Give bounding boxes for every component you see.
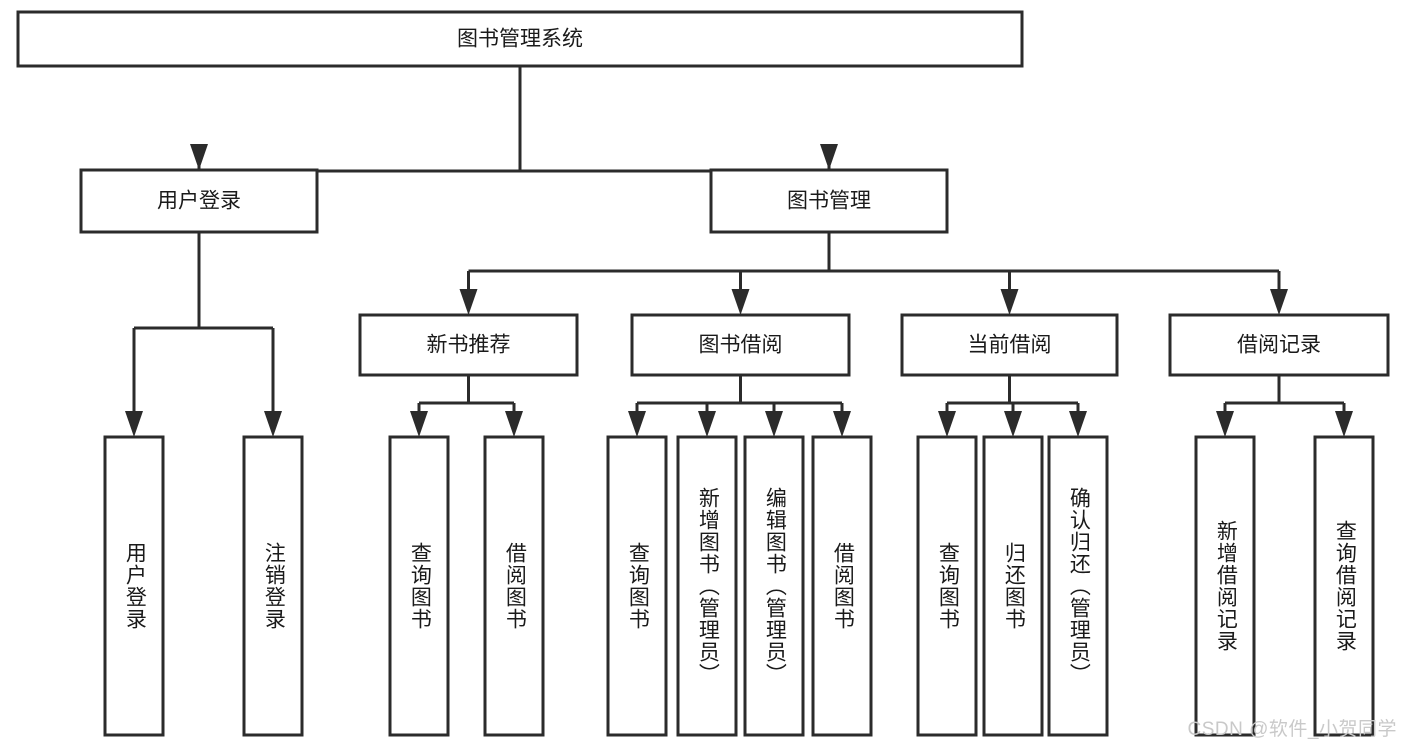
arrow-head-root-to-book-manage [820,144,838,170]
node-box-leaf-edit-book [743,435,805,737]
node-box-leaf-logout-login [242,435,304,737]
arrow-head-new-book-recommend-to-leaf-borrow-book-1 [505,411,523,437]
arrow-head-book-borrow-to-leaf-borrow-book-2 [833,411,851,437]
node-box-leaf-query-book-2 [606,435,668,737]
arrow-head-user-login-to-leaf-user-login [125,411,143,437]
node-box-leaf-add-borrow-record [1194,435,1256,737]
node-box-leaf-query-borrow-record [1313,435,1375,737]
arrow-head-root-to-user-login [190,144,208,170]
node-box-book-manage [709,168,949,234]
arrow-head-book-manage-to-book-borrow [731,289,750,315]
arrow-head-borrow-record-to-leaf-add-borrow-record [1216,411,1234,437]
arrow-head-book-manage-to-new-book-recommend [459,289,478,315]
node-box-leaf-query-book-3 [916,435,978,737]
node-box-book-borrow [630,313,851,377]
node-label-new-book-recommend: 新书推荐 [427,334,511,357]
arrow-head-new-book-recommend-to-leaf-query-book-1 [410,411,428,437]
node-label-book-borrow: 图书借阅 [699,334,783,357]
arrow-head-book-manage-to-current-borrow [1000,289,1019,315]
arrow-head-current-borrow-to-leaf-return-book [1004,411,1022,437]
node-box-new-book-recommend [358,313,579,377]
node-box-leaf-confirm-return [1047,435,1109,737]
arrow-head-book-manage-to-borrow-record [1270,289,1288,315]
node-box-leaf-borrow-book-1 [483,435,545,737]
node-box-current-borrow [900,313,1119,377]
node-box-leaf-borrow-book-2 [811,435,873,737]
node-box-leaf-user-login [103,435,165,737]
node-box-leaf-query-book-1 [388,435,450,737]
node-label-root: 图书管理系统 [457,28,583,51]
node-label-current-borrow: 当前借阅 [968,334,1052,357]
box-layer [16,10,1390,737]
node-box-leaf-add-book [676,435,738,737]
connector-layer [125,66,1353,437]
node-label-user-login: 用户登录 [157,190,241,213]
arrow-head-book-borrow-to-leaf-query-book-2 [628,411,646,437]
node-box-user-login [79,168,319,234]
arrow-head-current-borrow-to-leaf-confirm-return [1069,411,1087,437]
arrow-head-book-borrow-to-leaf-edit-book [765,411,783,437]
arrow-head-book-borrow-to-leaf-add-book [698,411,716,437]
arrow-head-current-borrow-to-leaf-query-book-3 [938,411,956,437]
node-box-leaf-return-book [982,435,1044,737]
node-label-borrow-record: 借阅记录 [1237,334,1321,357]
node-box-root [16,10,1024,68]
watermark-text: CSDN @软件_小贺同学 [1187,719,1397,740]
node-label-book-manage: 图书管理 [787,190,871,213]
arrow-head-borrow-record-to-leaf-query-borrow-record [1335,411,1353,437]
arrow-head-user-login-to-leaf-logout-login [264,411,282,437]
node-box-borrow-record [1168,313,1390,377]
